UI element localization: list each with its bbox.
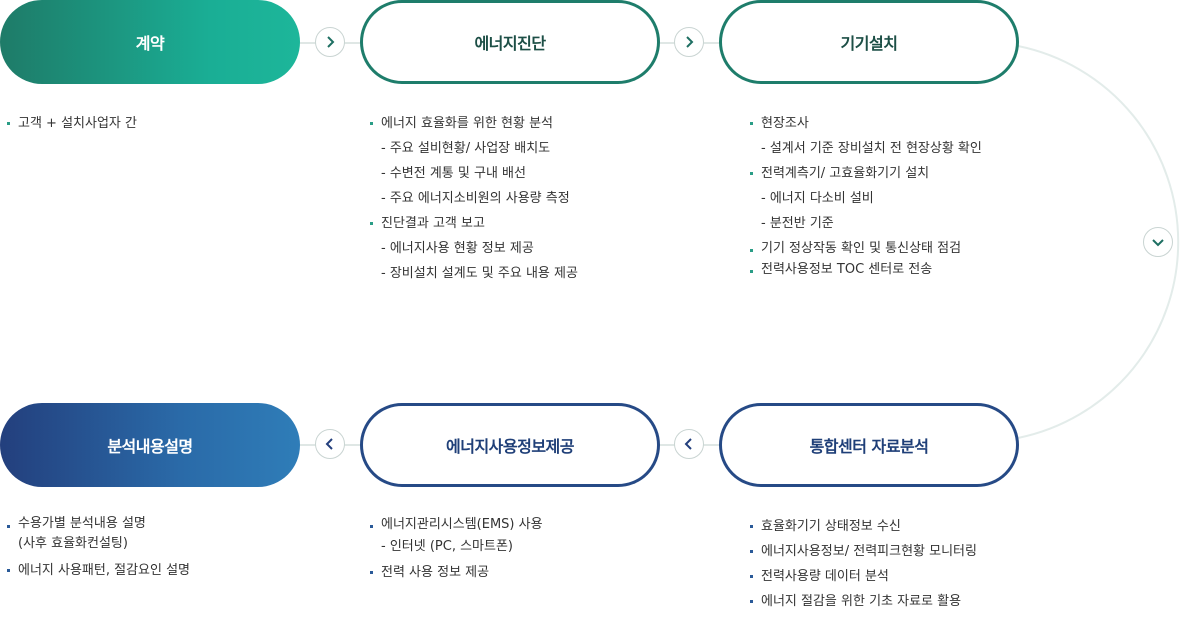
list-item: 에너지사용정보/ 전력피크현황 모니터링 [750, 539, 977, 564]
energy-info-details: 에너지관리시스템(EMS) 사용 - 인터넷 (PC, 스마트폰) 전력 사용 … [370, 514, 543, 585]
list-subitem: - 분전반 기준 [761, 216, 834, 231]
list-item: 전력사용량 데이터 분석 [750, 564, 977, 589]
list-item: 전력계측기/ 고효율화기기 설치 [750, 161, 982, 186]
list-item: 전력사용정보 TOC 센터로 전송 [750, 259, 982, 280]
step-title: 분석내용설명 [107, 437, 193, 456]
list-item-continuation: (사후 효율화컨설팅) [18, 536, 128, 551]
list-item: 에너지 효율화를 위한 현황 분석 [370, 111, 578, 136]
list-item: 현장조사 [750, 111, 982, 136]
list-subitem: - 에너지사용 현황 정보 제공 [381, 241, 534, 256]
list-item: 에너지관리시스템(EMS) 사용 [370, 514, 543, 536]
list-subitem: - 인터넷 (PC, 스마트폰) [381, 539, 514, 554]
step-center-analysis: 통합센터 자료분석 [719, 403, 1019, 487]
step-analysis-explanation: 분석내용설명 [0, 403, 300, 487]
list-item: 효율화기기 상태정보 수신 [750, 514, 977, 539]
list-item: 전력 사용 정보 제공 [370, 560, 543, 585]
list-item: 에너지 사용패턴, 절감요인 설명 [7, 558, 190, 583]
chevron-left-icon [315, 429, 345, 459]
step-title: 계약 [135, 34, 165, 53]
list-subitem: - 장비설치 설계도 및 주요 내용 제공 [381, 266, 578, 281]
step-energy-info: 에너지사용정보제공 [360, 403, 660, 487]
list-subitem: - 주요 설비현황/ 사업장 배치도 [381, 141, 551, 156]
chevron-down-icon [1143, 227, 1173, 257]
list-item: 진단결과 고객 보고 [370, 211, 578, 236]
chevron-right-icon [315, 27, 345, 57]
list-subitem: - 수변전 계통 및 구내 배선 [381, 166, 526, 181]
step-title: 통합센터 자료분석 [809, 437, 929, 456]
install-details: 현장조사 - 설계서 기준 장비설치 전 현장상황 확인 전력계측기/ 고효율화… [750, 111, 982, 280]
list-item: 고객 + 설치사업자 간 [7, 111, 137, 136]
list-subitem: - 주요 에너지소비원의 사용량 측정 [381, 191, 570, 206]
list-subitem: - 설계서 기준 장비설치 전 현장상황 확인 [761, 141, 982, 156]
chevron-left-icon [674, 429, 704, 459]
chevron-right-icon [674, 27, 704, 57]
explanation-details: 수용가별 분석내용 설명 (사후 효율화컨설팅) 에너지 사용패턴, 절감요인 … [7, 514, 190, 583]
step-title: 에너지진단 [474, 34, 546, 53]
step-contract: 계약 [0, 0, 300, 84]
list-subitem: - 에너지 다소비 설비 [761, 191, 874, 206]
step-device-install: 기기설치 [719, 0, 1019, 84]
list-item: 수용가별 분석내용 설명 [7, 514, 190, 534]
center-analysis-details: 효율화기기 상태정보 수신 에너지사용정보/ 전력피크현황 모니터링 전력사용량… [750, 514, 977, 614]
diagnosis-details: 에너지 효율화를 위한 현황 분석 - 주요 설비현황/ 사업장 배치도 - 수… [370, 111, 578, 286]
contract-details: 고객 + 설치사업자 간 [7, 111, 137, 136]
step-title: 기기설치 [840, 34, 898, 53]
step-energy-diagnosis: 에너지진단 [360, 0, 660, 84]
step-title: 에너지사용정보제공 [446, 437, 574, 456]
list-item: 기기 정상작동 확인 및 통신상태 점검 [750, 238, 982, 259]
list-item: 에너지 절감을 위한 기초 자료로 활용 [750, 589, 977, 614]
